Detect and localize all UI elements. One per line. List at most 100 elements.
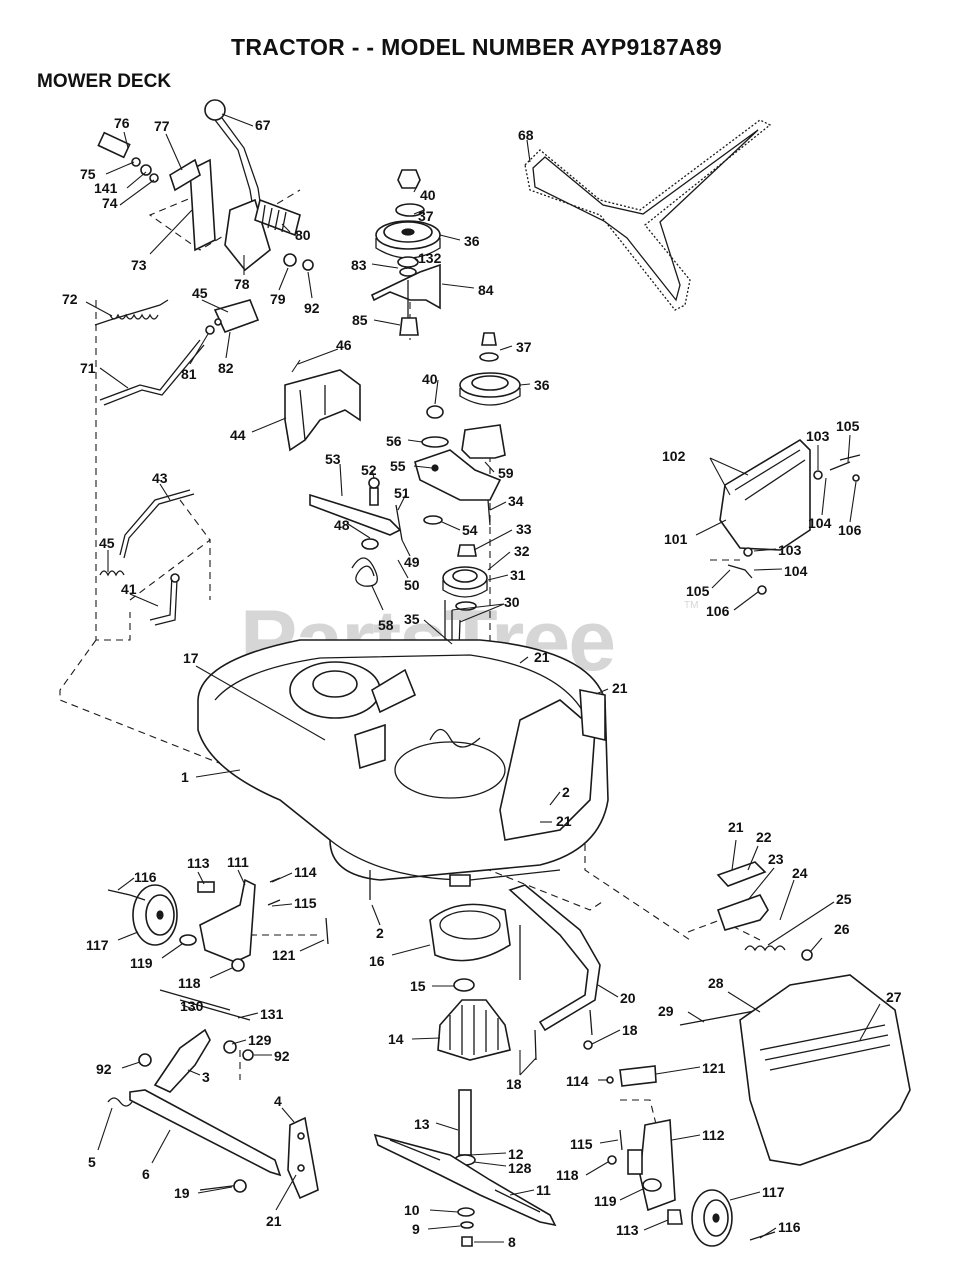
callout-43: 43: [152, 470, 168, 486]
callout-103: 103: [778, 542, 802, 558]
callout-29: 29: [658, 1003, 674, 1019]
callout-121: 121: [272, 947, 296, 963]
callout-41: 41: [121, 581, 137, 597]
callout-116: 116: [778, 1219, 801, 1235]
callout-2: 2: [376, 925, 384, 941]
front-hanger-bar: [508, 884, 601, 1061]
mower-deck-housing: [197, 639, 609, 887]
drive-belt: [524, 119, 772, 311]
lift-handle-assembly: [97, 99, 314, 272]
callout-22: 22: [756, 829, 772, 845]
callout-12: 12: [508, 1146, 524, 1162]
callout-21: 21: [728, 819, 744, 835]
callout-92: 92: [274, 1048, 290, 1064]
callout-11: 11: [536, 1182, 551, 1198]
callout-59: 59: [498, 465, 514, 481]
callout-132: 132: [418, 250, 442, 266]
callout-105: 105: [836, 418, 860, 434]
callout-117: 117: [762, 1184, 785, 1200]
callout-118: 118: [178, 975, 201, 991]
callout-1: 1: [181, 769, 189, 785]
callout-104: 104: [784, 563, 808, 579]
right-gauge-wheel: [607, 1119, 776, 1247]
left-gauge-wheel: [107, 877, 329, 972]
callout-24: 24: [792, 865, 808, 881]
callout-113: 113: [616, 1222, 639, 1238]
callout-81: 81: [181, 366, 197, 382]
callout-20: 20: [620, 990, 636, 1006]
callout-78: 78: [234, 276, 250, 292]
callout-80: 80: [295, 227, 311, 243]
callout-128: 128: [508, 1160, 532, 1176]
callout-112: 112: [702, 1127, 725, 1143]
front-lift-links: [99, 489, 195, 626]
callout-31: 31: [510, 567, 526, 583]
callout-21: 21: [266, 1213, 282, 1229]
callout-4: 4: [274, 1093, 282, 1109]
callout-115: 115: [294, 895, 317, 911]
callout-18: 18: [622, 1022, 638, 1038]
callout-34: 34: [508, 493, 524, 509]
callout-10: 10: [404, 1202, 420, 1218]
page-title: TRACTOR - - MODEL NUMBER AYP9187A89: [230, 34, 723, 60]
callout-84: 84: [478, 282, 494, 298]
callout-48: 48: [334, 517, 350, 533]
idler-assembly: [309, 332, 521, 681]
callout-85: 85: [352, 312, 368, 328]
callout-16: 16: [369, 953, 385, 969]
callout-19: 19: [174, 1185, 190, 1201]
callout-56: 56: [386, 433, 402, 449]
callout-17: 17: [183, 650, 199, 666]
callout-23: 23: [768, 851, 784, 867]
callout-18: 18: [506, 1076, 522, 1092]
upper-pulley-stack: [370, 169, 441, 336]
callout-119: 119: [130, 955, 153, 971]
callout-21: 21: [534, 649, 550, 665]
callout-8: 8: [508, 1234, 516, 1250]
discharge-chute: [719, 438, 861, 595]
callout-27: 27: [886, 989, 902, 1005]
callout-37: 37: [418, 208, 434, 224]
callout-28: 28: [708, 975, 724, 991]
callout-106: 106: [706, 603, 730, 619]
callout-92: 92: [96, 1061, 112, 1077]
callout-82: 82: [218, 360, 234, 376]
callout-92: 92: [304, 300, 320, 316]
callout-121: 121: [702, 1060, 726, 1076]
callout-14: 14: [388, 1031, 404, 1047]
callout-2: 2: [562, 784, 570, 800]
callout-106: 106: [838, 522, 862, 538]
callout-45: 45: [192, 285, 208, 301]
callout-117: 117: [86, 937, 109, 953]
callout-21: 21: [612, 680, 628, 696]
section-subtitle: MOWER DECK: [37, 71, 172, 92]
callout-101: 101: [664, 531, 688, 547]
callout-111: 111: [227, 854, 249, 870]
callout-130: 130: [180, 998, 204, 1014]
callout-50: 50: [404, 577, 420, 593]
spindle-blade-assembly: [369, 870, 557, 1247]
callout-129: 129: [248, 1032, 272, 1048]
callout-116: 116: [134, 869, 157, 885]
callout-54: 54: [462, 522, 478, 538]
callout-33: 33: [516, 521, 532, 537]
callout-3: 3: [202, 1069, 210, 1085]
callout-79: 79: [270, 291, 286, 307]
callout-6: 6: [142, 1166, 150, 1182]
callout-35: 35: [404, 611, 420, 627]
callout-74: 74: [102, 195, 118, 211]
callout-52: 52: [361, 462, 377, 478]
callout-58: 58: [378, 617, 394, 633]
callout-32: 32: [514, 543, 530, 559]
callout-104: 104: [808, 515, 832, 531]
callout-114: 114: [294, 864, 317, 880]
callout-67: 67: [255, 117, 271, 133]
callout-26: 26: [834, 921, 850, 937]
callout-118: 118: [556, 1167, 579, 1183]
leader-lines: [85, 113, 881, 1243]
callout-45: 45: [99, 535, 115, 551]
callout-83: 83: [351, 257, 367, 273]
callout-53: 53: [325, 451, 341, 467]
callout-73: 73: [131, 257, 147, 273]
